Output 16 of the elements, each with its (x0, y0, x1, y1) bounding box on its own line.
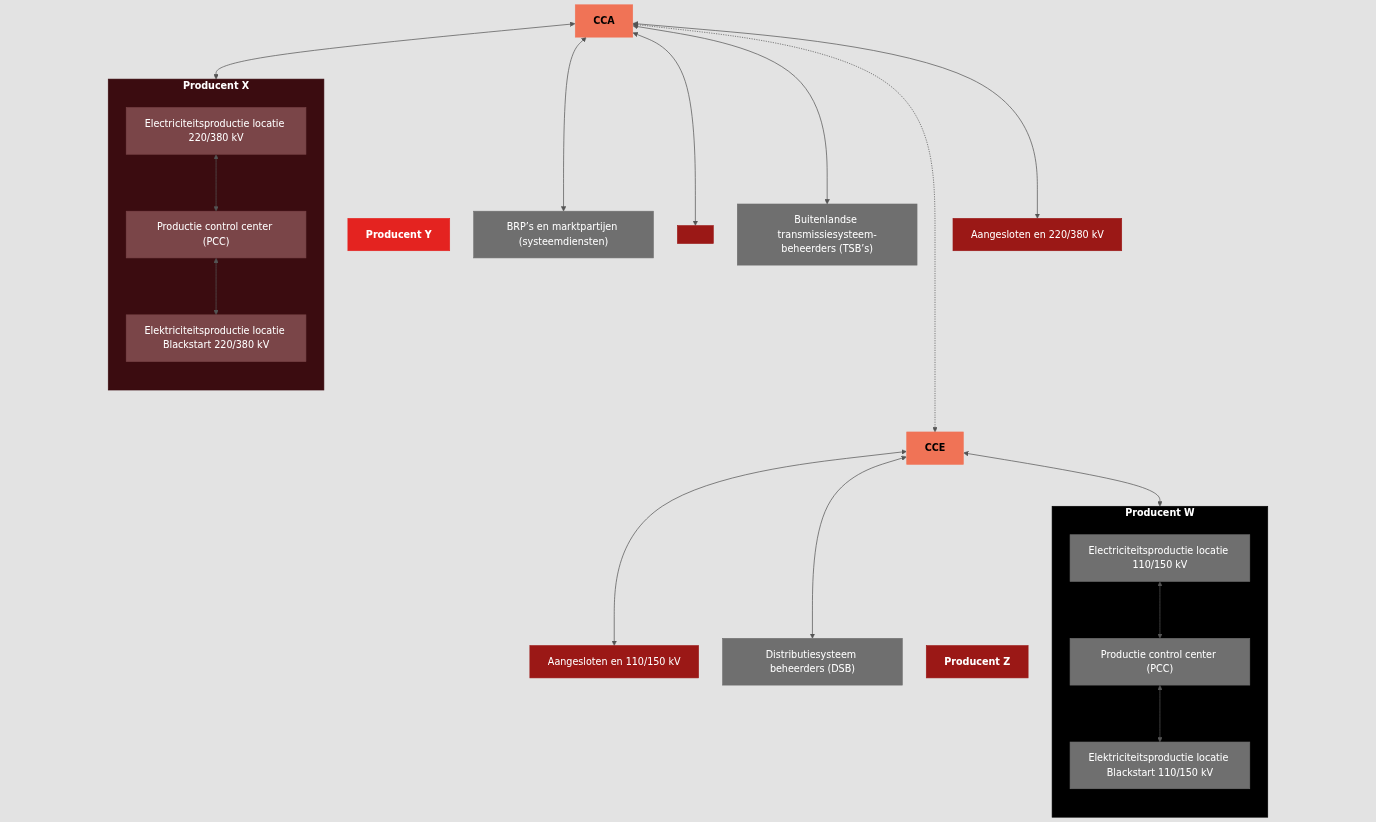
node-box: Elektriciteitsproductie locatie Blackstart 220/380 kV (125, 314, 307, 362)
node-box (677, 225, 714, 244)
node-box: Aangesloten en 110/150 kV (529, 645, 699, 679)
node-box: Electriciteitsproductie locatie 220/380 kV (125, 107, 307, 155)
node-box: CCA (574, 4, 633, 38)
node-box: Producent Y (347, 218, 451, 252)
node-box: Electriciteitsproductie locatie 110/150 kV (1069, 534, 1251, 582)
node-box: Productie control center (PCC) (1069, 638, 1251, 686)
node-box: Distributiesysteem beheerders (DSB) (722, 638, 903, 686)
node-box: Buitenlandse transmissiesysteem-beheerders (TSB’s) (737, 203, 918, 266)
node-box: BRP’s en marktpartijen (systeemdiensten) (473, 210, 654, 259)
node-box: Elektriciteitsproductie locatie Blackstart 110/150 kV (1069, 741, 1251, 790)
node-box: Aangesloten en 220/380 kV (952, 218, 1122, 252)
node-box: Producent Z (925, 645, 1029, 679)
node-box: Productie control center (PCC) (125, 210, 307, 259)
node-box: CCE (906, 431, 964, 465)
